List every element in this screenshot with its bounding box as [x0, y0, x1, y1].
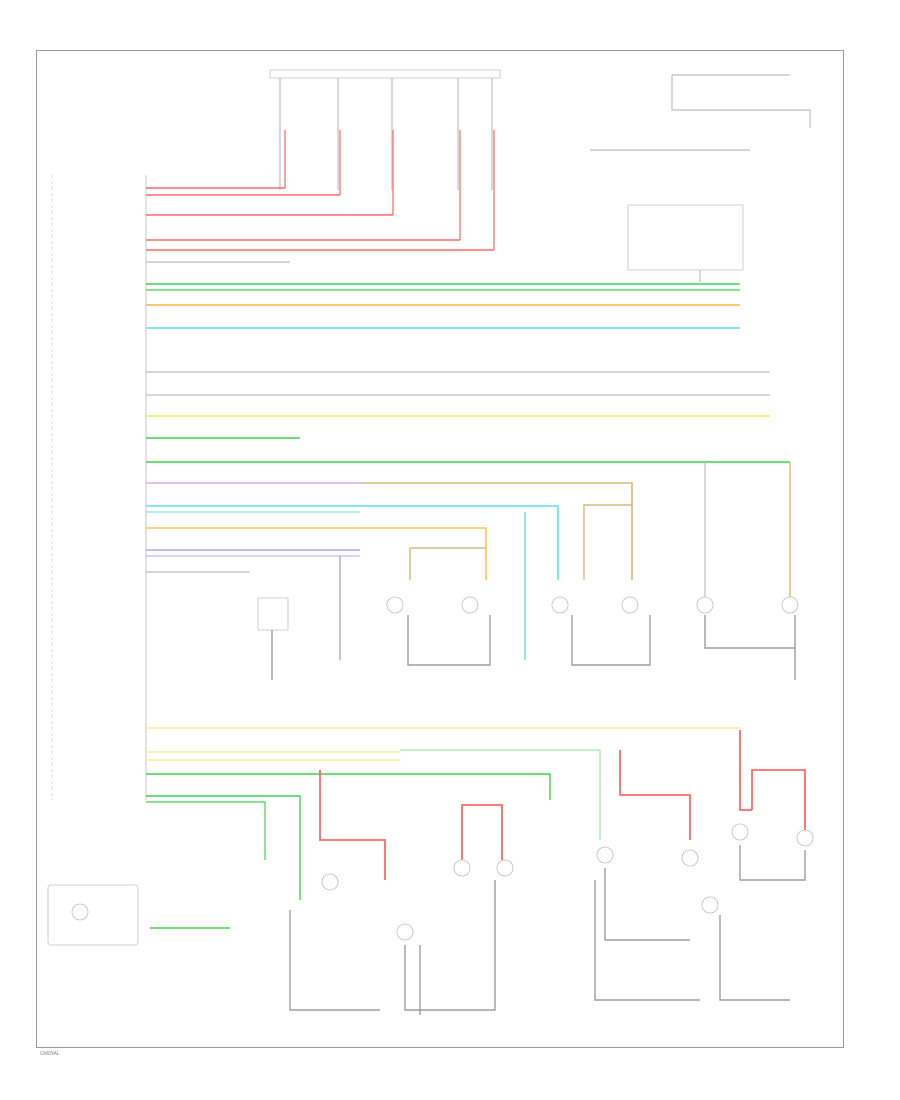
lamp-bulb — [453, 859, 471, 877]
green-wire — [146, 773, 551, 800]
middle-lamps — [257, 596, 799, 680]
green-wire — [146, 801, 266, 860]
middle-taps — [339, 462, 791, 660]
lamp-bulb — [701, 896, 719, 914]
long-signal-wires — [146, 283, 790, 580]
lamp-bulb — [596, 846, 614, 864]
top-fuse-block — [269, 69, 501, 250]
green-wire — [146, 795, 301, 900]
ground-loop — [604, 868, 690, 941]
ground-loop — [571, 615, 651, 666]
ground-loop — [289, 910, 380, 1011]
lamp-bulb — [731, 823, 749, 841]
lamp-bulb — [681, 849, 699, 867]
lower-left-lamps — [289, 770, 514, 1015]
lamp-bulb — [781, 596, 799, 614]
red-wire — [739, 730, 752, 811]
ground-loop — [739, 845, 806, 881]
red-wire — [751, 769, 806, 830]
red-wire — [319, 770, 386, 880]
ground-loop — [404, 880, 496, 1011]
diagram-frame — [36, 50, 844, 1048]
diagram-code: GM09AL — [40, 1051, 60, 1057]
fuse-block-outline — [269, 69, 501, 79]
cyan-wire — [146, 505, 559, 580]
lamp-bulb — [461, 596, 479, 614]
lamp-bulb — [696, 596, 714, 614]
tan-wire — [409, 547, 486, 580]
module-box — [627, 204, 744, 271]
lamp-bulb — [496, 859, 514, 877]
ground-loop — [719, 915, 790, 1001]
lamp-bulb — [621, 596, 639, 614]
instrument-cluster — [47, 884, 139, 946]
orange-wire — [146, 527, 487, 580]
cluster-outline — [47, 884, 139, 946]
lamp-bulb — [321, 873, 339, 891]
ground-loop — [407, 615, 491, 666]
switch-box — [257, 597, 289, 631]
tan-wire — [360, 482, 633, 580]
lamp-bulb — [551, 596, 569, 614]
lamp-bulb — [396, 923, 414, 941]
ground-loop — [594, 880, 700, 1001]
top-right-modules — [590, 74, 811, 282]
cluster-indicator — [71, 903, 89, 921]
lamp-bulb — [796, 829, 814, 847]
red-wire — [461, 804, 503, 860]
green-wire — [400, 749, 601, 840]
lower-right-lamps — [594, 730, 814, 1001]
ground-loop — [704, 615, 796, 649]
lower-bus-wires — [146, 727, 740, 929]
module-wire — [671, 75, 811, 128]
battery-feed-wires — [146, 187, 494, 263]
tan-wire — [583, 504, 632, 580]
lamp-bulb — [386, 596, 404, 614]
red-wire — [619, 750, 691, 840]
